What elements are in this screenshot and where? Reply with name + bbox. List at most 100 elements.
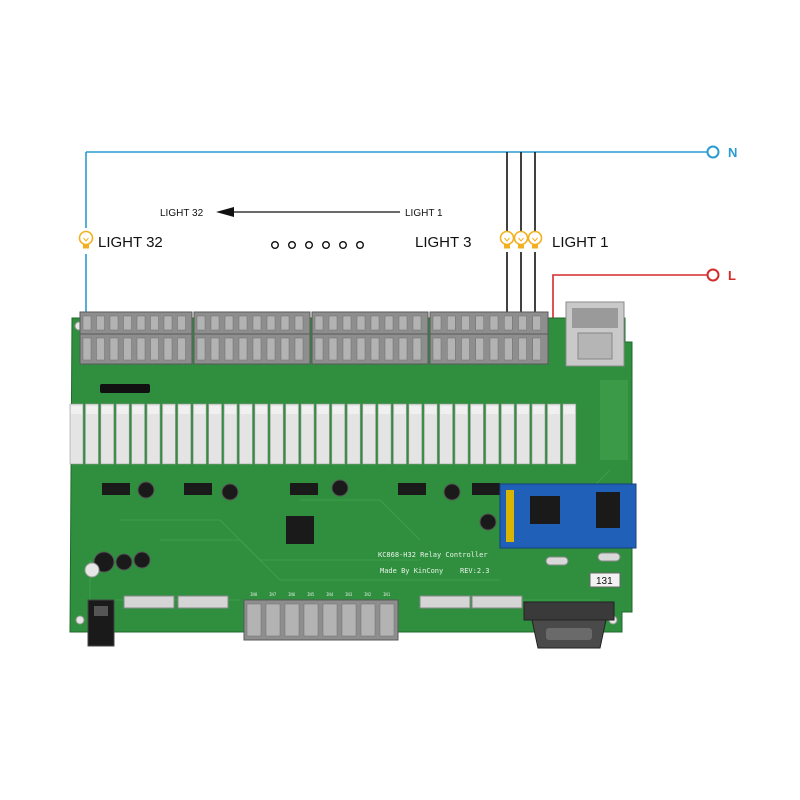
relay xyxy=(69,403,84,465)
crystal xyxy=(545,556,569,566)
relay-top xyxy=(486,406,498,414)
arrow-to-label: LIGHT 32 xyxy=(160,208,204,219)
relay-top xyxy=(225,406,236,414)
input-screw xyxy=(360,603,376,637)
arrow-from-label: LIGHT 1 xyxy=(405,208,443,219)
terminal-screw xyxy=(252,315,262,331)
relay xyxy=(393,403,407,465)
capacitor xyxy=(331,479,349,497)
relay xyxy=(377,403,392,465)
label-bar xyxy=(100,384,150,393)
terminal-screw xyxy=(475,315,484,331)
dip-switch xyxy=(177,595,229,609)
terminal-screw xyxy=(238,315,248,331)
terminal-screw xyxy=(109,315,119,331)
terminal-screw xyxy=(224,337,234,361)
dip-switch xyxy=(123,595,175,609)
pcb-body xyxy=(69,317,633,633)
terminal-screw xyxy=(356,315,366,331)
capacitor xyxy=(479,513,497,531)
capacitor xyxy=(133,551,151,569)
input-labels: IN8 IN7 IN6 IN5 IN4 IN3 IN2 IN1 xyxy=(250,592,391,597)
relay xyxy=(362,403,376,465)
terminal-screw xyxy=(82,337,92,361)
live-wire xyxy=(552,274,708,318)
capacitor xyxy=(93,551,115,573)
relay-top xyxy=(348,406,360,414)
relay-top xyxy=(456,406,467,414)
input-screw xyxy=(246,603,262,637)
terminal-screw xyxy=(532,315,541,331)
relay-top xyxy=(332,406,344,414)
relay-top xyxy=(440,406,452,414)
ellipsis-dots xyxy=(271,240,365,249)
terminal-screw xyxy=(398,315,408,331)
relay-top xyxy=(379,406,390,414)
relay xyxy=(131,403,145,465)
input-label: IN3 xyxy=(345,592,353,597)
terminal-screw xyxy=(504,337,513,361)
relay-top xyxy=(533,406,544,414)
relay xyxy=(454,403,469,465)
relay-top xyxy=(209,406,221,414)
power-jack xyxy=(87,599,115,647)
neutral-terminal-icon xyxy=(706,145,720,159)
input-label: IN2 xyxy=(364,592,372,597)
relay xyxy=(146,403,161,465)
bulb-icon xyxy=(78,230,94,249)
relay-top xyxy=(363,406,375,414)
relay-top xyxy=(517,406,529,414)
terminal-screw xyxy=(504,315,513,331)
relay-bank xyxy=(69,403,577,465)
ic-chip xyxy=(472,483,500,495)
dip-switch xyxy=(419,595,471,609)
relay xyxy=(115,403,130,465)
relay xyxy=(346,403,361,465)
terminal-screw xyxy=(136,315,146,331)
relay xyxy=(254,403,269,465)
input-screw xyxy=(322,603,338,637)
relay-top xyxy=(163,406,175,414)
relay xyxy=(331,403,346,465)
input-screw xyxy=(379,603,395,637)
relay xyxy=(177,403,192,465)
terminal-screw xyxy=(384,315,394,331)
relay xyxy=(85,403,99,465)
relay-top xyxy=(101,406,113,414)
relay-top xyxy=(71,406,82,414)
relay-top xyxy=(471,406,483,414)
board-badge: 131 xyxy=(589,572,621,588)
relay xyxy=(562,403,577,465)
input-screw xyxy=(265,603,281,637)
relay xyxy=(531,403,546,465)
relay xyxy=(300,403,315,465)
relay xyxy=(470,403,484,465)
terminal-screw xyxy=(82,315,92,331)
terminal-screw xyxy=(196,337,206,361)
relay-top xyxy=(317,406,329,414)
terminal-screw xyxy=(150,315,159,331)
relay xyxy=(485,403,500,465)
light-3-label: LIGHT 3 xyxy=(415,234,471,251)
terminal-screw xyxy=(370,337,380,361)
relay xyxy=(423,403,438,465)
microcontroller-chip xyxy=(286,516,314,544)
terminal-screw xyxy=(328,337,338,361)
dip-switch xyxy=(471,595,523,609)
terminal-screw xyxy=(280,337,290,361)
light-1-group: LIGHT 1 xyxy=(499,230,608,251)
relay-top xyxy=(178,406,190,414)
ic-chip xyxy=(102,483,130,495)
ic-chip xyxy=(184,483,212,495)
ethernet-port xyxy=(565,301,625,367)
terminal-screw xyxy=(356,337,366,361)
neutral-terminal: N xyxy=(706,145,737,160)
ellipsis-dot xyxy=(288,240,297,249)
board-maker-text: Made By KinCony xyxy=(380,567,443,575)
ellipsis-dot xyxy=(271,240,280,249)
relay xyxy=(269,403,284,465)
terminal-screw xyxy=(96,315,105,331)
relay xyxy=(547,403,561,465)
capacitor xyxy=(84,562,100,578)
